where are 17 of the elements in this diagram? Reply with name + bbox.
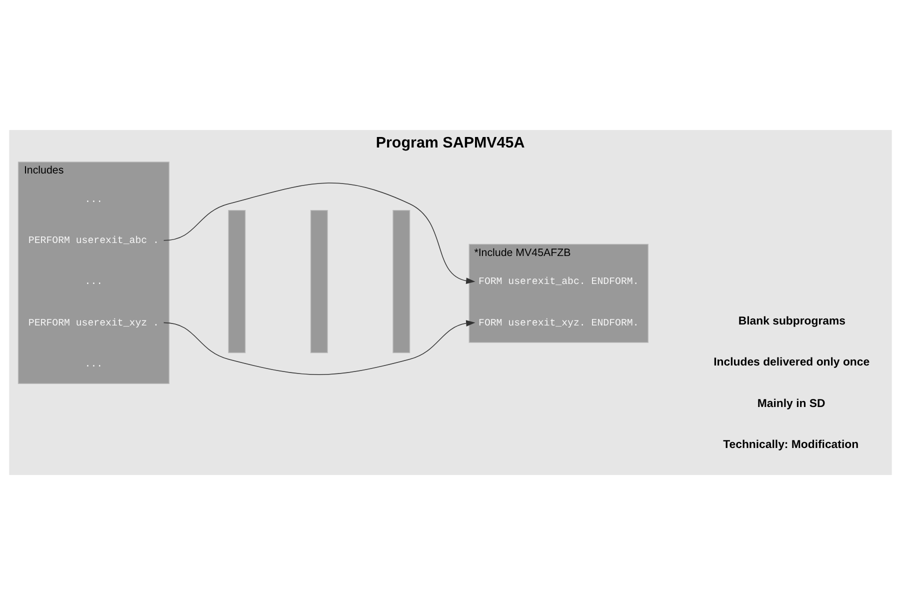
node-box xyxy=(310,210,328,354)
label: Mainly in SD xyxy=(757,398,826,410)
label: Includes delivered only once xyxy=(714,356,870,369)
node-box xyxy=(392,210,410,354)
label: Blank subprograms xyxy=(738,316,846,328)
node-text: ... xyxy=(84,194,103,205)
node-text: FORM userexit_xyz. ENDFORM. xyxy=(478,317,639,328)
arrow xyxy=(163,320,476,376)
node-box xyxy=(228,210,246,354)
node-text: FORM userexit_abc. ENDFORM. xyxy=(478,276,639,288)
arrow xyxy=(163,182,476,284)
node-text: ... xyxy=(84,276,103,288)
diagram-title: Program SAPMV45A xyxy=(376,134,525,152)
node-text: ... xyxy=(84,358,103,370)
label: Technically: Modification xyxy=(723,438,859,451)
node-text: PERFORM userexit_abc . xyxy=(28,235,159,246)
node-text: PERFORM userexit_xyz . xyxy=(28,317,159,328)
